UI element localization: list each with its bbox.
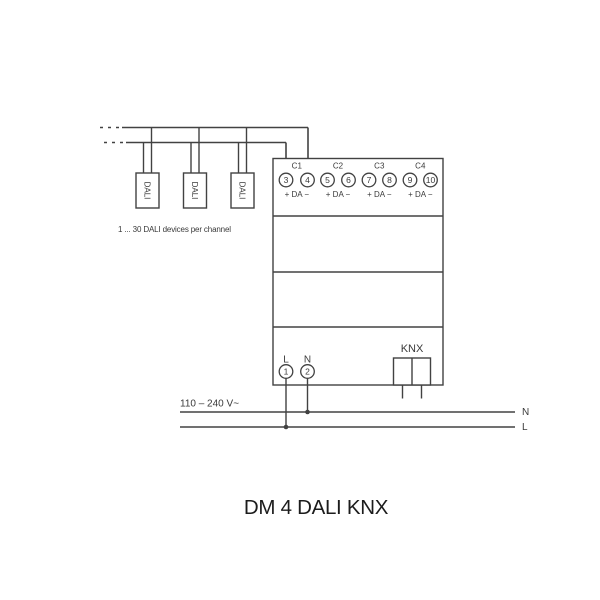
terminal-circle xyxy=(423,172,438,188)
mains-voltage-label: 110 – 240 V~ xyxy=(180,399,239,410)
channel-label: C1 xyxy=(292,162,303,171)
terminal-number: 10 xyxy=(426,175,436,185)
terminal-number: 9 xyxy=(408,175,413,185)
dali-device-box xyxy=(230,172,255,209)
channel-polarity-label: + DA − xyxy=(285,190,310,199)
terminal-circle xyxy=(382,172,397,188)
dali-device-label: DALI xyxy=(143,182,152,200)
channel-polarity-label: + DA − xyxy=(326,190,351,199)
terminal-number: 8 xyxy=(387,175,392,185)
junction-dot xyxy=(283,424,289,430)
terminal-number: 4 xyxy=(305,175,310,185)
dali-device-box xyxy=(135,172,160,209)
terminal-circle xyxy=(341,172,356,188)
knx-connector: KNX xyxy=(392,343,432,399)
terminal-circle xyxy=(402,172,418,188)
channel-polarity-label: + DA − xyxy=(367,190,392,199)
terminal-L-label: L xyxy=(283,355,289,366)
terminal-circle xyxy=(361,172,377,188)
mains-supply: 110 – 240 V~ N L xyxy=(180,378,529,433)
channel-label: C4 xyxy=(415,162,426,171)
dali-devices: DALI DALI DALI 1 ... 30 DALI devices per… xyxy=(118,127,255,234)
terminal-N-label: N xyxy=(304,355,311,366)
terminal-circle xyxy=(300,172,315,188)
terminal-circle xyxy=(320,172,335,188)
terminal-number: 3 xyxy=(284,175,289,185)
channel-polarity-label: + DA − xyxy=(408,190,433,199)
terminal-number: 2 xyxy=(305,367,310,377)
live-line-label: L xyxy=(522,422,528,433)
dali-channel-terminals: C1 3 4 + DA − C2 5 6 + DA − C3 7 8 + DA … xyxy=(278,162,438,199)
dali-devices-caption: 1 ... 30 DALI devices per channel xyxy=(118,225,231,234)
dali-device-box xyxy=(182,172,208,209)
terminal-number: 5 xyxy=(325,175,330,185)
junction-dot xyxy=(305,409,310,415)
dali-device-label: DALI xyxy=(190,182,199,200)
neutral-line-label: N xyxy=(522,407,529,418)
channel-label: C2 xyxy=(333,162,344,171)
channel-label: C3 xyxy=(374,162,385,171)
diagram-title: DM 4 DALI KNX xyxy=(244,496,389,519)
knx-label: KNX xyxy=(401,343,424,355)
terminal-number: 1 xyxy=(284,367,289,377)
actuator-body xyxy=(272,157,444,386)
terminal-number: 7 xyxy=(367,175,372,185)
terminal-circle xyxy=(278,172,294,188)
dali-device-label: DALI xyxy=(238,182,247,200)
terminal-number: 6 xyxy=(346,175,351,185)
